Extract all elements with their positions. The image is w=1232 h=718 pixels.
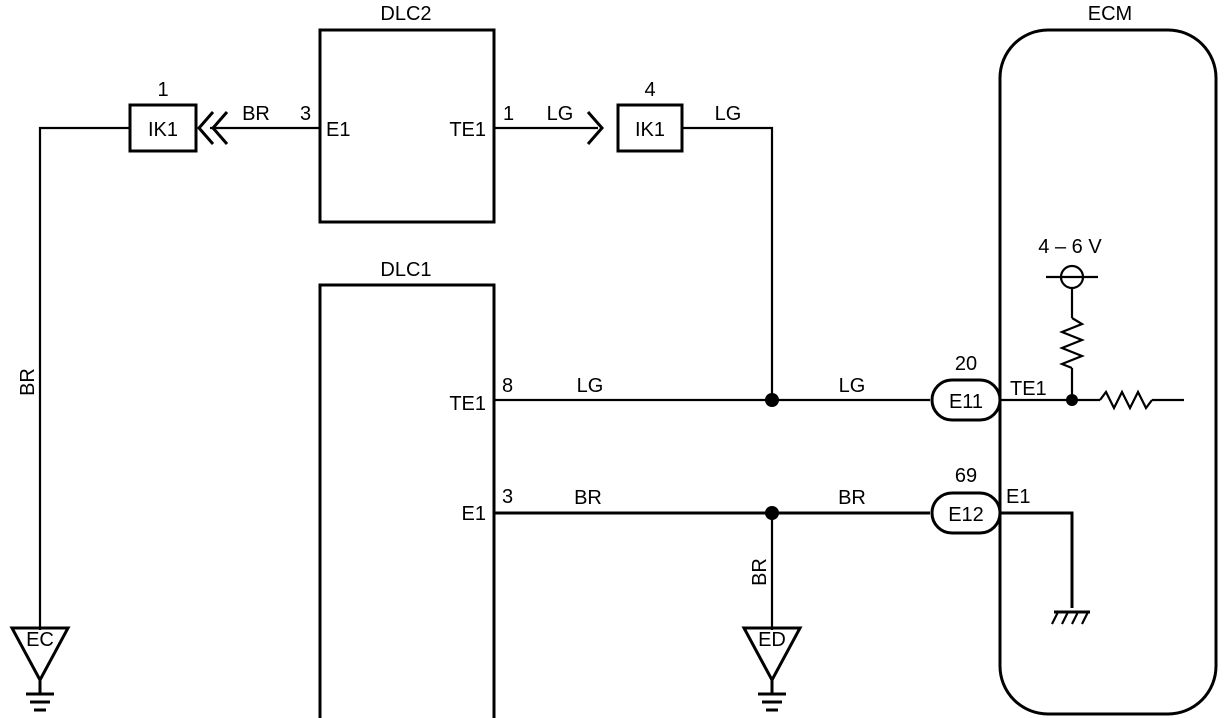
dlc1-pin-te1-number: 8 (502, 375, 513, 397)
wire-color-br-vertical: BR (749, 558, 771, 586)
ground-ec-label: EC (26, 629, 54, 651)
ecm-junction-dot (1066, 394, 1078, 406)
ecm-e1-wire (1000, 511, 1074, 608)
wire-color-lg: LG (839, 375, 866, 397)
ecm-ground-hatch (1061, 611, 1069, 625)
dlc1-pin-e1-label: E1 (462, 503, 486, 525)
wire-color-lg: LG (547, 103, 574, 125)
ecm-ground-hatch (1051, 611, 1059, 625)
dlc2-pin-te1-number: 1 (503, 103, 514, 125)
dlc2-box (318, 28, 496, 224)
ecm-pullup-resistor-icon (1059, 317, 1085, 370)
e12-label: E12 (948, 504, 984, 526)
ik1-left-pin: 1 (157, 79, 168, 101)
ik1-right-chevron-icon (586, 111, 604, 145)
ecm-title: ECM (1088, 3, 1132, 25)
dlc2-pin-e1-number: 3 (300, 103, 311, 125)
ground-ed-icon (741, 626, 803, 684)
ground-ed-label: ED (758, 629, 786, 651)
wire-color-br-vertical: BR (17, 368, 39, 396)
wire-lg-ik1-junction (682, 126, 774, 400)
ecm-pin-e1-label: E1 (1006, 486, 1030, 508)
ik1-right-pin: 4 (644, 79, 655, 101)
e11-connector (930, 378, 1002, 422)
e12-pin: 69 (955, 465, 977, 487)
ecm-ground-hatch (1071, 611, 1079, 625)
wire-br-ik1-ec (38, 126, 130, 630)
dlc1-pin-te1-label: TE1 (449, 393, 486, 415)
ground-ec-icon (9, 626, 71, 684)
dlc2-pin-e1-label: E1 (326, 119, 350, 141)
e11-label: E11 (949, 391, 983, 413)
ik1-left-label: IK1 (148, 119, 178, 141)
wire-color-lg: LG (715, 103, 742, 125)
e11-pin: 20 (955, 353, 977, 375)
e12-connector (930, 491, 1002, 535)
dlc1-pin-e1-number: 3 (502, 486, 513, 508)
ik1-right-label: IK1 (635, 119, 665, 141)
junction-dot-te1 (765, 393, 779, 407)
ecm-pin-te1-label: TE1 (1010, 378, 1047, 400)
wire-color-br: BR (574, 487, 602, 509)
ecm-input-resistor-icon (1099, 389, 1153, 411)
dlc2-title: DLC2 (380, 3, 431, 25)
ecm-voltage-label: 4 – 6 V (1038, 236, 1102, 258)
wire-color-br: BR (838, 487, 866, 509)
wire-color-br: BR (242, 103, 270, 125)
dlc2-pin-te1-label: TE1 (449, 119, 486, 141)
dlc1-title: DLC1 (380, 259, 431, 281)
ecm-box (998, 28, 1218, 716)
dlc1-box (318, 283, 496, 718)
wire-color-lg: LG (577, 375, 604, 397)
ecm-ground-hatch (1081, 611, 1089, 625)
ik1-left-chevron-icon (197, 111, 215, 145)
